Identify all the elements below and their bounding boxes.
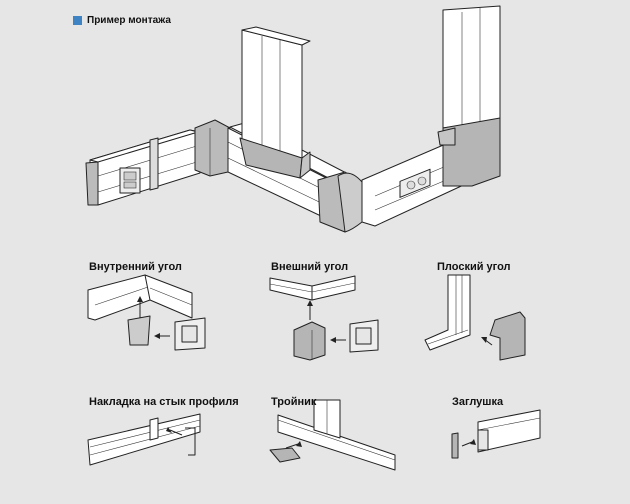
main-illustration xyxy=(85,5,501,233)
label-inner-corner: Внутренний угол xyxy=(89,261,182,273)
joint-cover-part xyxy=(149,137,159,191)
legend-swatch xyxy=(73,16,82,25)
outer-corner-detail xyxy=(269,275,379,361)
label-flat-corner: Плоский угол xyxy=(437,261,511,273)
left-channel-segment xyxy=(85,129,201,206)
inner-corner-insert xyxy=(127,315,151,346)
joint-cover-detail xyxy=(87,413,201,466)
end-cap-part xyxy=(85,161,99,206)
vertical-channel-right xyxy=(437,5,501,187)
inner-corner-part xyxy=(194,119,231,177)
outer-corner-insert xyxy=(293,321,326,361)
flat-corner-detail xyxy=(424,274,526,361)
socket-power xyxy=(399,168,431,198)
end-cap-detail xyxy=(451,409,541,459)
flat-corner-insert xyxy=(489,311,526,361)
flat-corner-part xyxy=(442,117,501,187)
inner-corner-detail xyxy=(87,274,206,351)
tee-detail xyxy=(269,399,396,471)
label-joint-cover: Накладка на стык профиля xyxy=(89,396,239,408)
tee-insert xyxy=(269,447,301,463)
end-cap-insert xyxy=(451,432,459,459)
legend: Пример монтажа xyxy=(73,15,171,26)
label-end-cap: Заглушка xyxy=(452,396,504,408)
vertical-channel-left xyxy=(239,26,311,179)
label-outer-corner: Внешний угол xyxy=(271,261,349,273)
legend-label: Пример монтажа xyxy=(87,15,171,26)
label-tee: Тройник xyxy=(271,396,317,408)
